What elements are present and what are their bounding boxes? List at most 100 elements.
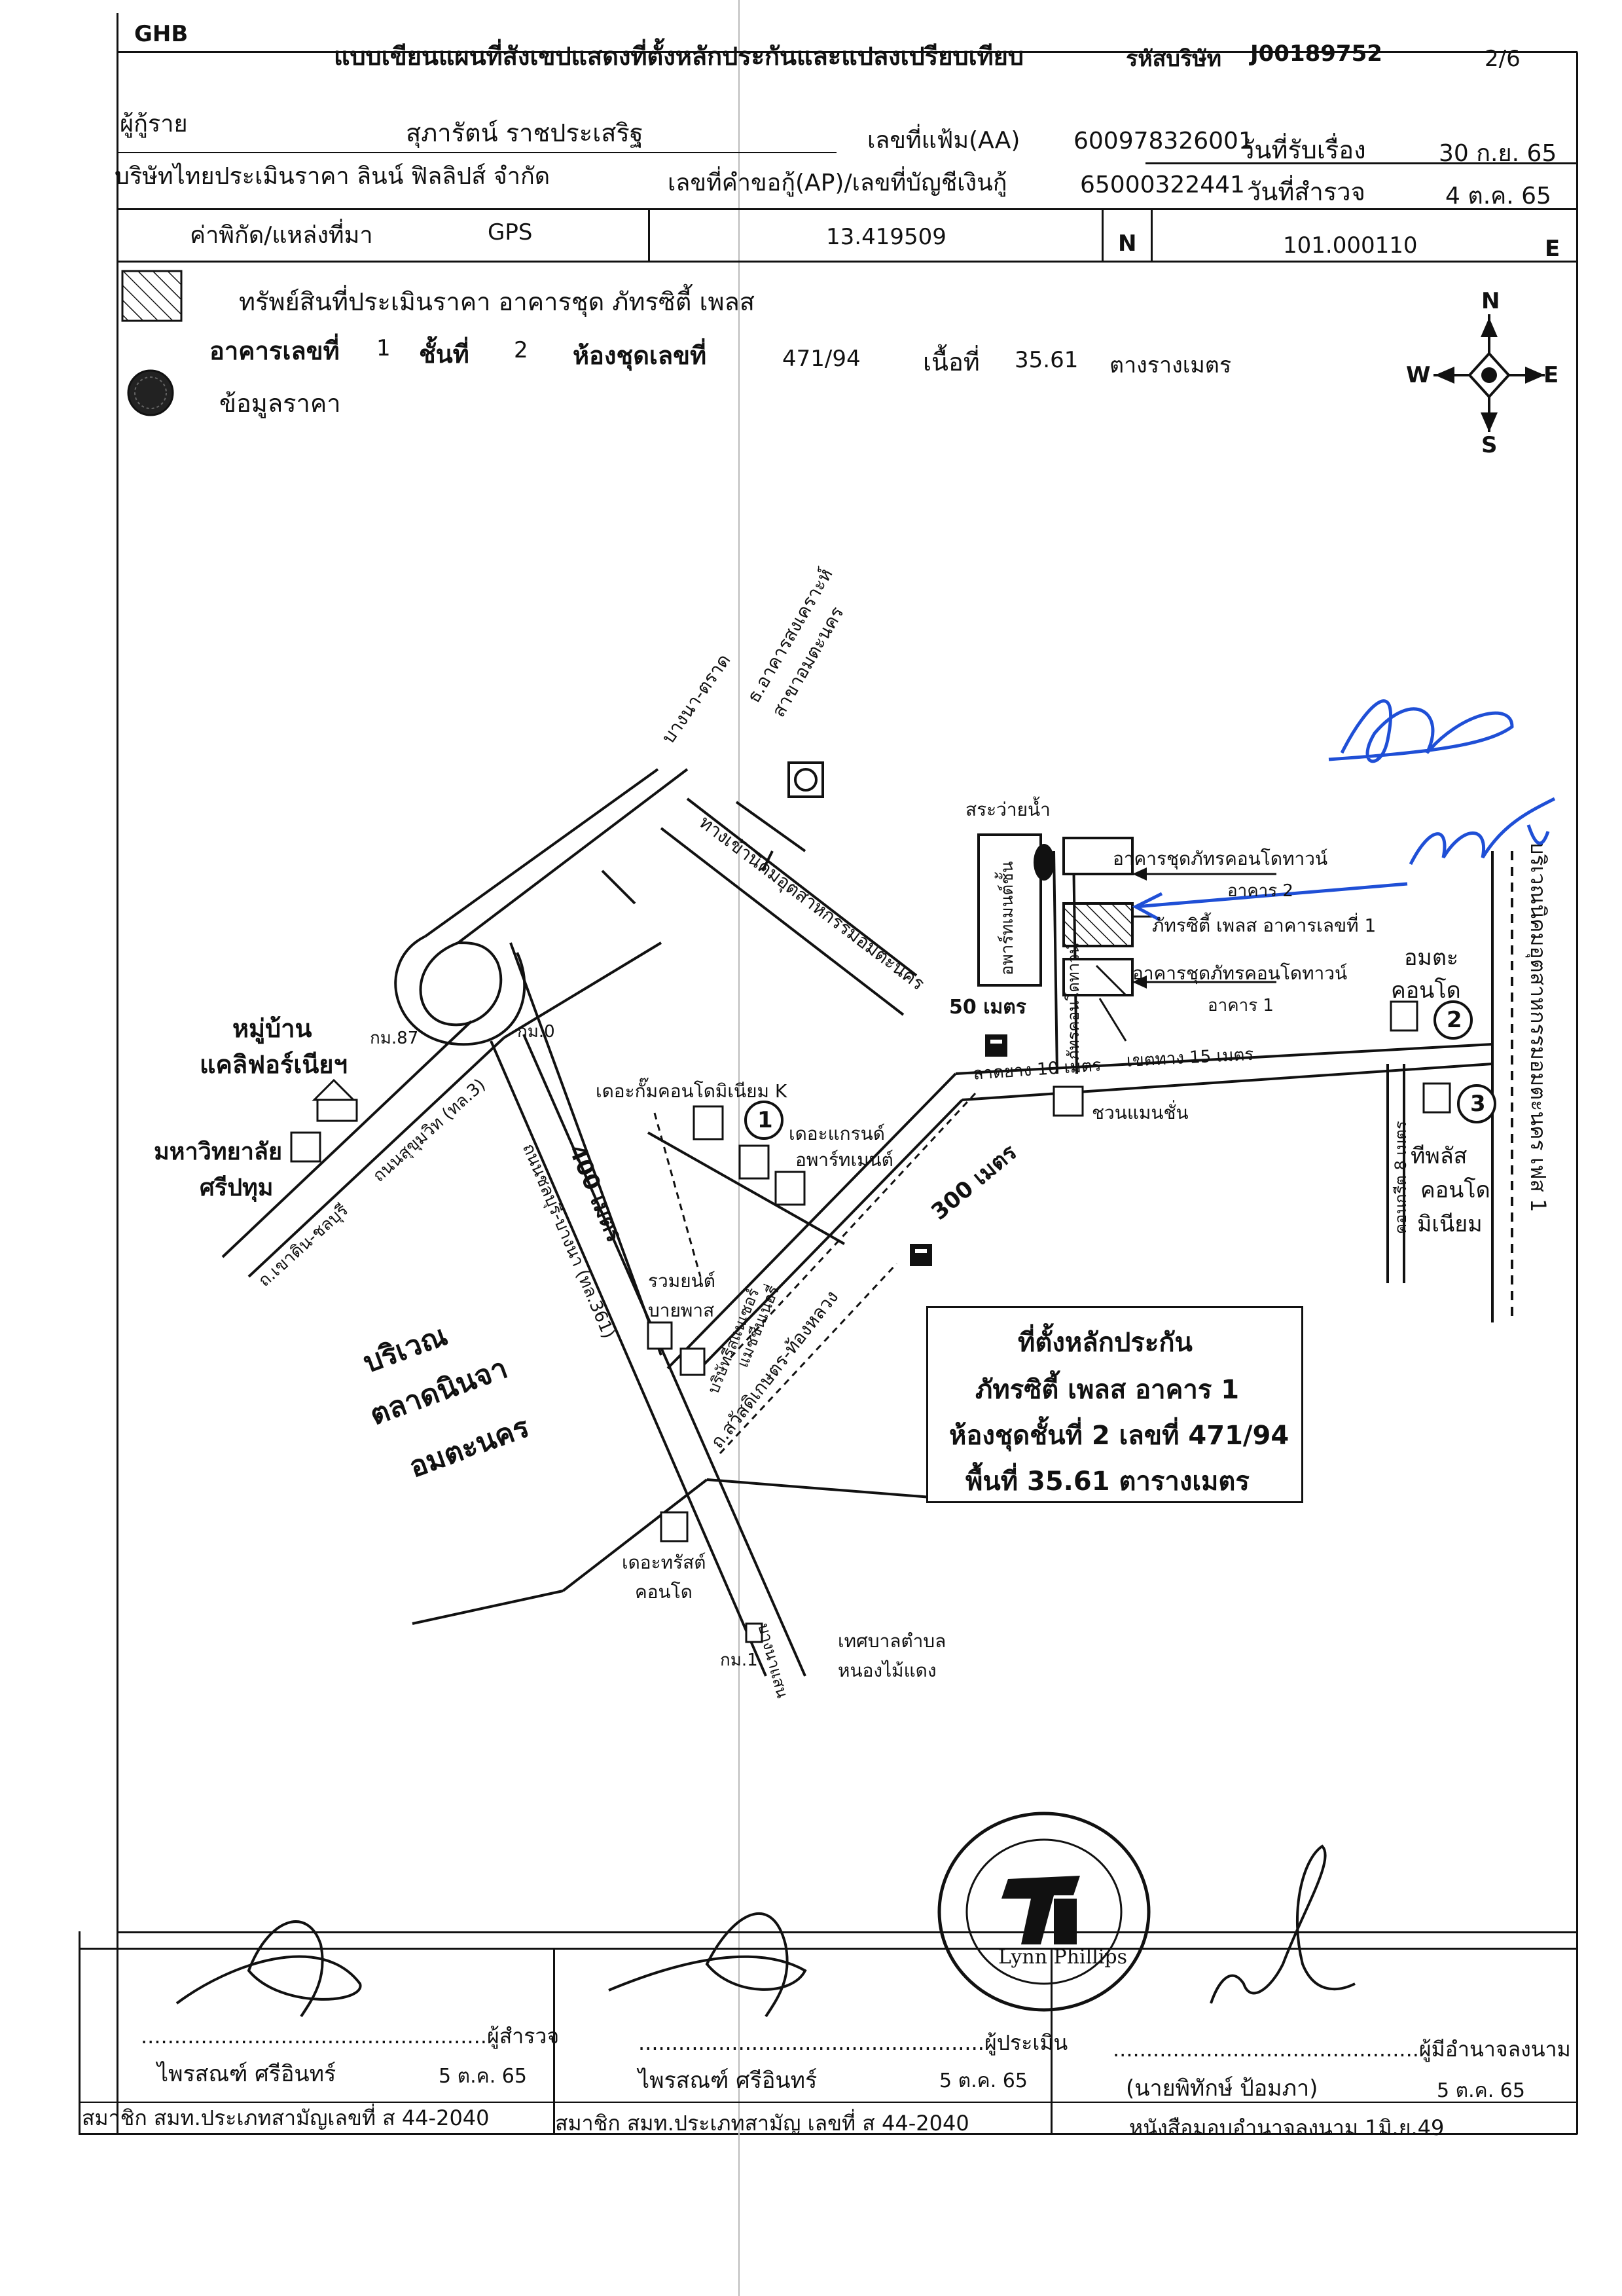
floor-no: 2 [514, 337, 528, 363]
compass-rose-icon [1433, 314, 1545, 432]
label-km87: กม.87 [370, 1029, 419, 1048]
compass-n: N [1481, 288, 1500, 314]
compass-e: E [1543, 362, 1559, 388]
borrower-label: ผู้กู้ราย [120, 111, 188, 137]
label-trust-line2: คอนโด [635, 1581, 693, 1603]
signature-arrow [1132, 882, 1408, 922]
footer-col2-member: สมาชิก สมท.ประเภทสามัญ เลขที่ ส 44-2040 [555, 2111, 969, 2136]
seven-eleven-icon-1 [985, 1034, 1007, 1057]
label-ruamyon-line1: รวมยนต์ [648, 1270, 715, 1292]
road-amata-entrance-a [686, 797, 918, 977]
footer-col2-date: 5 ต.ค. 65 [939, 2069, 1028, 2092]
price-info-label: ข้อมูลราคา [219, 389, 341, 418]
footer-col1-name: ไพรสณฑ์ ศรีอินทร์ [157, 2061, 336, 2087]
label-km0: กม.0 [517, 1022, 555, 1042]
compass-s: S [1481, 432, 1498, 458]
label-village-line2: แคลิฟอร์เนียฯ [200, 1050, 348, 1079]
label-chuanmansion: ชวนแมนชั่น [1092, 1102, 1189, 1123]
building-no: 1 [376, 335, 391, 361]
seven-eleven-icon-2 [910, 1244, 932, 1266]
footer-col1-member: สมาชิก สมท.ประเภทสามัญเลขที่ ส 44-2040 [82, 2105, 490, 2130]
coord-label: ค่าพิกัด/แหล่งที่มา [190, 222, 373, 249]
road-bangna-upper-a [424, 768, 659, 938]
unit-label: ห้องชุดเลขที่ [573, 341, 707, 370]
frame-right [1576, 52, 1578, 2134]
area-unit: ตางรางเมตร [1109, 352, 1232, 378]
road-sukhumvit-a [221, 1020, 473, 1258]
legend-line4: พื้นที่ 35.61 ตารางเมตร [965, 1467, 1250, 1497]
label-bldg1-line2: อาคาร 1 [1208, 996, 1274, 1015]
label-bldg1-line1: อาคารชุดภัทรคอนโดทาวน์ [1132, 962, 1348, 984]
building-label: อาคารเลขที่ [209, 337, 340, 365]
received-label: วันที่รับเรื่อง [1240, 136, 1366, 164]
road-condotown-a [1053, 850, 1058, 1074]
stamp-seal-icon [937, 1812, 1151, 2012]
frame-left-outer [79, 1931, 81, 2134]
file-no-label: เลขที่แฟ้ม(AA) [867, 127, 1020, 154]
signature-surveyor [175, 1920, 362, 2018]
label-pool: สระว่ายน้ำ [965, 799, 1051, 820]
label-subject-bldg: ภัทรซิตี้ เพลส อาคารเลขที่ 1 [1152, 915, 1377, 936]
area-value: 35.61 [1015, 347, 1079, 373]
company-code: J00189752 [1250, 41, 1382, 67]
road-soi-a [666, 1072, 957, 1370]
label-bldg2-line1: อาคารชุดภัทรคอนโดทาวน์ [1113, 848, 1328, 869]
label-tplus-line1: ทีพลัส [1411, 1143, 1468, 1169]
unit-no: 471/94 [782, 346, 861, 372]
road-chonburi-b [522, 1034, 806, 1677]
stamp-logo-text: Lynn Phillips [998, 1946, 1128, 1969]
compass: N S W E [1394, 288, 1564, 458]
footer-col2-name: ไพรสณฑ์ ศรีอินทร์ [638, 2068, 818, 2094]
marker-2: 2 [1447, 1007, 1462, 1033]
company-stamp: Lynn Phillips [933, 1807, 1155, 2016]
form-title: แบบเขียนแผนที่สังเขปแสดงที่ตั้งหลักประกั… [334, 42, 1024, 71]
label-amata-estate-road: บริเวณนิคมอุตสาหกรรมอมตะนคร เฟส 1 [1526, 841, 1551, 1212]
file-no: 600978326001 [1073, 128, 1253, 155]
area-label: เนื้อที่ [923, 348, 980, 376]
label-dist-50: 50 เมตร [949, 996, 1026, 1019]
label-trust-line1: เดอะทรัสต์ [622, 1552, 706, 1573]
label-village-line1: หมู่บ้าน [232, 1014, 312, 1043]
property-title: ทรัพย์สินที่ประเมินราคา อาคารชุด ภัทรซิต… [239, 287, 755, 316]
footer-col3-name: (นายพิทักษ์ ป้อมภา) [1126, 2075, 1318, 2102]
borrower-name: สุภารัตน์ ราชประเสริฐ [406, 118, 643, 147]
footer-col3-date: 5 ต.ค. 65 [1437, 2079, 1525, 2102]
road-soi-b [693, 1099, 964, 1376]
page-number: 2/6 [1485, 46, 1521, 72]
survey-label: วันที่สำรวจ [1247, 177, 1365, 206]
roads [221, 768, 1513, 1677]
marker-1: 1 [757, 1107, 773, 1133]
request-no: 65000322441 [1080, 172, 1245, 198]
frame-bottom [79, 2133, 1577, 2135]
collateral-legend [926, 1306, 1303, 1503]
label-bldg2-line2: อาคาร 2 [1227, 881, 1293, 901]
label-tplus-line3: มิเนียม [1417, 1211, 1483, 1237]
legend-line2: ภัทรซิตี้ เพลส อาคาร 1 [975, 1375, 1240, 1405]
footer-col1-role: ........................................… [141, 2024, 560, 2049]
coord-lat: 13.419509 [826, 224, 946, 250]
company-name: บริษัทไทยประเมินราคา ลินน์ ฟิลลิปส์ จำกั… [115, 163, 550, 190]
footer-col2-role: ........................................… [638, 2030, 1068, 2055]
label-university-line2: ศรีปทุม [200, 1175, 274, 1201]
frame-left [117, 13, 118, 2134]
label-apartment: อพาร์ทเมนต์ชั้น [998, 861, 1017, 975]
dashed-paths [653, 1092, 977, 1455]
road-amata-entrance-b [660, 827, 905, 1016]
bank-icon [787, 761, 824, 798]
label-amata-condo-line1: อมตะ [1404, 945, 1459, 971]
interchange-loop [419, 941, 503, 1027]
label-soi8: คอนกรีต 8 เมตร [1392, 1121, 1410, 1234]
coord-lat-dir: N [1118, 230, 1137, 257]
legend-line3: ห้องชุดชั้นที่ 2 เลขที่ 471/94 [949, 1421, 1289, 1451]
road-laterite-a [955, 1043, 1493, 1075]
number-markers [744, 1000, 1496, 1140]
survey-date: 4 ต.ค. 65 [1445, 183, 1551, 210]
coord-lon-dir: E [1545, 236, 1560, 262]
request-label: เลขที่คำขอกู้(AP)/เลขที่บัญชีเงินกู้ [668, 170, 1007, 196]
compass-w: W [1406, 362, 1431, 388]
label-condo-k: เดอะกั๊มคอนโดมิเนียม K [596, 1080, 787, 1102]
building-icons [290, 1000, 1451, 1643]
blue-signature-2 [1409, 797, 1556, 866]
company-code-label: รหัสบริษัท [1126, 46, 1222, 72]
subject-site [977, 833, 1276, 1042]
